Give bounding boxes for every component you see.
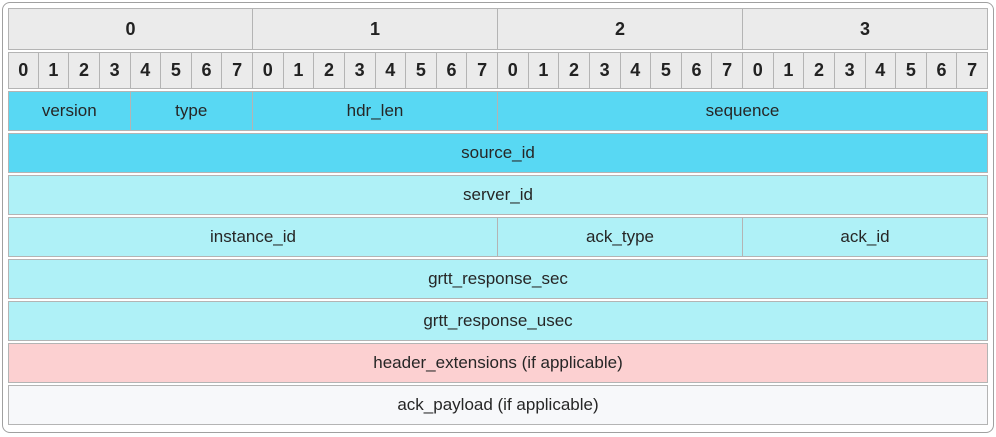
field-cell: hdr_len bbox=[253, 91, 498, 131]
field-cell: server_id bbox=[8, 175, 988, 215]
bit-number-cell: 5 bbox=[406, 52, 437, 89]
field-cell: type bbox=[130, 91, 253, 131]
bit-number-cell: 7 bbox=[712, 52, 743, 89]
field-cell: grtt_response_sec bbox=[8, 259, 988, 299]
bit-number-cell: 5 bbox=[651, 52, 682, 89]
bit-number-cell: 6 bbox=[436, 52, 468, 89]
bit-number-cell: 0 bbox=[498, 52, 529, 89]
bit-number-cell: 1 bbox=[773, 52, 805, 89]
bit-number-cell: 0 bbox=[8, 52, 39, 89]
bit-number-cell: 6 bbox=[191, 52, 223, 89]
field-row: header_extensions (if applicable) bbox=[8, 343, 988, 383]
bit-number-cell: 2 bbox=[559, 52, 590, 89]
field-cell: grtt_response_usec bbox=[8, 301, 988, 341]
field-cell: ack_id bbox=[743, 217, 988, 257]
bit-number-cell: 5 bbox=[161, 52, 192, 89]
bit-number-cell: 4 bbox=[865, 52, 897, 89]
bit-number-cell: 7 bbox=[957, 52, 988, 89]
bit-number-cell: 7 bbox=[222, 52, 253, 89]
byte-header-row: 0 1 2 3 bbox=[8, 8, 988, 50]
bit-number-cell: 3 bbox=[99, 52, 131, 89]
bit-number-cell: 5 bbox=[896, 52, 927, 89]
bit-number-cell: 0 bbox=[253, 52, 284, 89]
field-cell: ack_payload (if applicable) bbox=[8, 385, 988, 425]
field-row: server_id bbox=[8, 175, 988, 215]
field-cell: ack_type bbox=[498, 217, 743, 257]
byte-header-cell: 2 bbox=[498, 8, 743, 50]
bit-number-cell: 7 bbox=[467, 52, 498, 89]
byte-header-cell: 3 bbox=[743, 8, 988, 50]
bit-number-cell: 6 bbox=[926, 52, 958, 89]
bit-number-cell: 4 bbox=[130, 52, 162, 89]
byte-header-cell: 0 bbox=[8, 8, 253, 50]
bit-number-cell: 2 bbox=[804, 52, 835, 89]
field-cell: sequence bbox=[498, 91, 988, 131]
bit-number-cell: 2 bbox=[314, 52, 345, 89]
bit-number-cell: 4 bbox=[375, 52, 407, 89]
field-cell: source_id bbox=[8, 133, 988, 173]
byte-header-cell: 1 bbox=[253, 8, 498, 50]
bit-number-cell: 1 bbox=[283, 52, 315, 89]
bit-number-cell: 2 bbox=[69, 52, 100, 89]
bit-number-cell: 4 bbox=[620, 52, 652, 89]
field-row: grtt_response_usec bbox=[8, 301, 988, 341]
field-row: grtt_response_sec bbox=[8, 259, 988, 299]
bit-number-cell: 3 bbox=[589, 52, 621, 89]
bit-number-cell: 3 bbox=[834, 52, 866, 89]
field-cell: header_extensions (if applicable) bbox=[8, 343, 988, 383]
field-row: source_id bbox=[8, 133, 988, 173]
field-row: ack_payload (if applicable) bbox=[8, 385, 988, 425]
bit-number-cell: 1 bbox=[38, 52, 70, 89]
field-cell: instance_id bbox=[8, 217, 498, 257]
bit-number-cell: 0 bbox=[743, 52, 774, 89]
bit-number-cell: 3 bbox=[344, 52, 376, 89]
field-cell: version bbox=[8, 91, 131, 131]
bit-number-cell: 6 bbox=[681, 52, 713, 89]
bit-number-cell: 1 bbox=[528, 52, 560, 89]
